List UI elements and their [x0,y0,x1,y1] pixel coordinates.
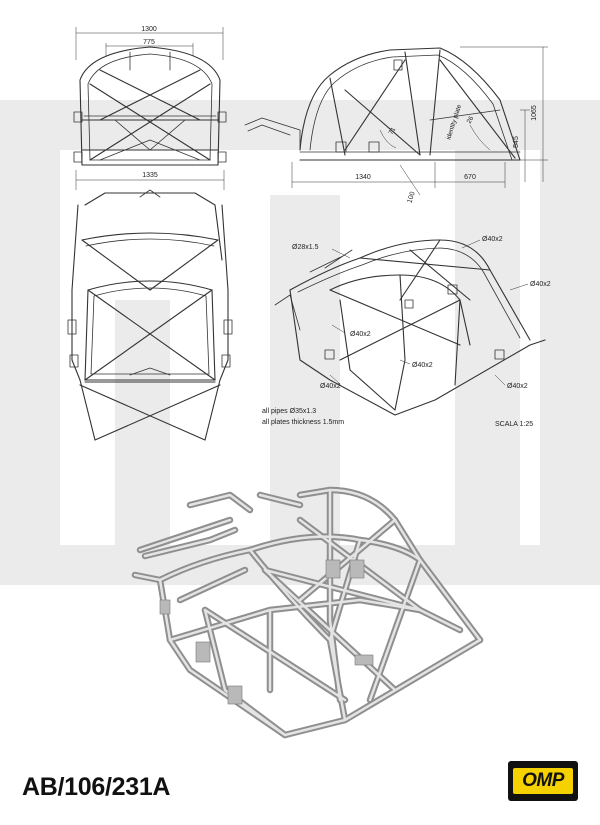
pipe-label-6: Ø40x2 [507,383,528,390]
render-3d [131,486,484,739]
dim-height-lower: 545 [513,136,520,148]
angle-b: 71 [388,126,398,136]
pipe-label-2: Ø40x2 [530,281,551,288]
pipe-label-3: Ø40x2 [350,331,371,338]
dim-side-length: 1340 [355,174,371,181]
pipe-label-0: Ø28x1.5 [292,244,319,251]
render-plates [159,559,374,705]
part-number: AB/106/231A [22,773,171,801]
omp-logo-text: OMP [522,770,564,791]
front-view [67,189,233,441]
dim-top-outer: 1300 [141,26,157,33]
watermark-background [0,100,600,585]
pipe-label-1: Ø40x2 [482,236,503,243]
top-view: 1300 775 1335 [73,26,227,190]
render-tubes-highlight [133,488,482,737]
omp-logo: OMP [508,761,578,801]
iso-wireframe: Ø28x1.5 Ø40x2 Ø40x2 Ø40x2 Ø40x2 Ø40x2 Ø4… [262,236,551,428]
dim-top-bottom: 1335 [142,172,158,179]
dim-bar: 100 [406,191,416,204]
pipe-label-4: Ø40x2 [412,362,433,369]
dim-side-rear: 670 [464,174,476,181]
scale-label: SCALA 1:25 [495,421,533,428]
dim-height-total: 1065 [531,105,538,121]
note-pipes: all pipes Ø35x1.3 [262,408,316,415]
pipe-label-5: Ø40x2 [320,383,341,390]
angle-a: 26 [466,115,476,125]
dim-top-inner: 775 [143,39,155,46]
note-plates: all plates thickness 1.5mm [262,419,344,426]
